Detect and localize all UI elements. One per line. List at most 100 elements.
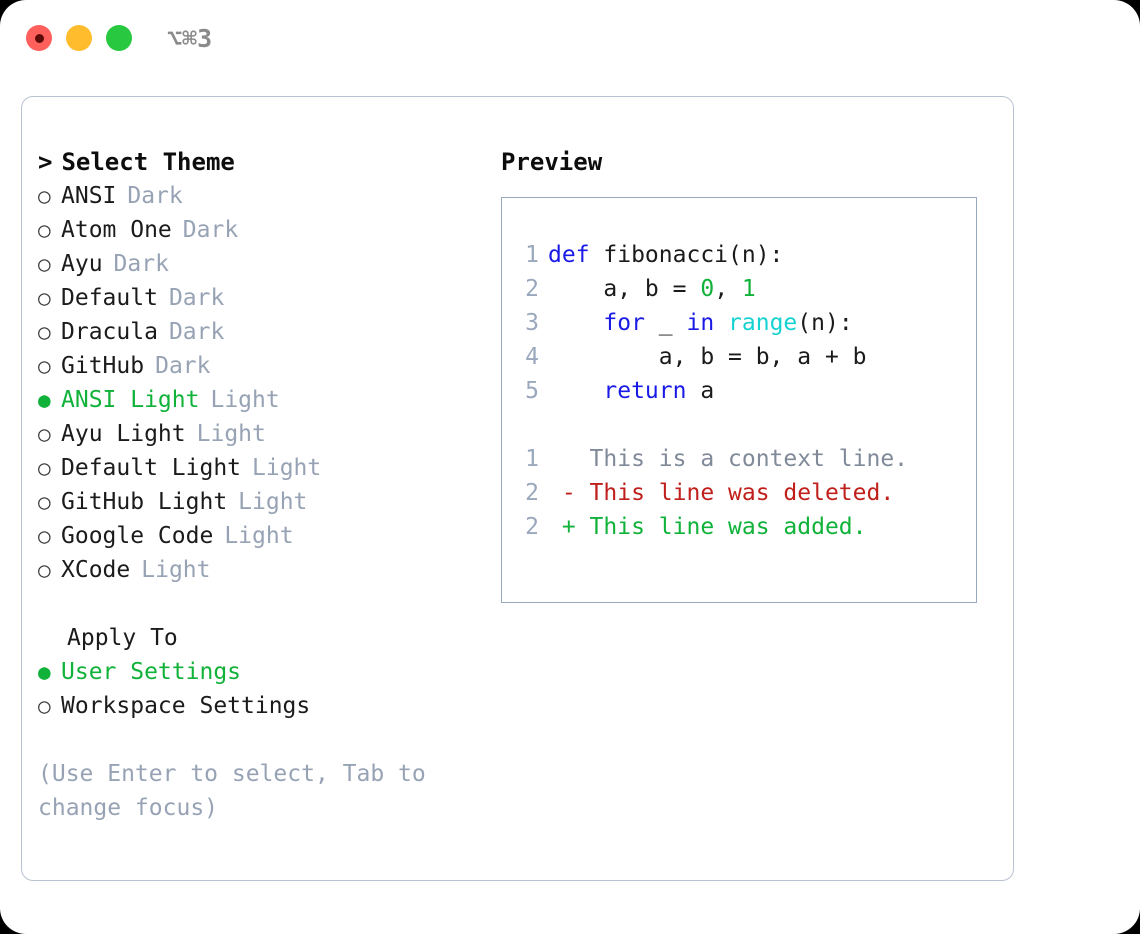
theme-option-variant-tag: Light xyxy=(224,523,294,549)
theme-option-variant-tag: Dark xyxy=(168,285,225,311)
theme-option-label: Atom One xyxy=(61,217,172,243)
code-token-num: 0 xyxy=(700,276,715,302)
select-theme-heading-label: Select Theme xyxy=(61,148,235,176)
keyboard-shortcut-label: ⌥⌘3 xyxy=(167,24,213,53)
code-token-pl: a, b = b, a + b xyxy=(548,344,867,370)
diff-line-number: 2 xyxy=(525,514,539,540)
apply-to-option-label: User Settings xyxy=(61,659,242,685)
apply-to-section: Apply To ● User Settings ○ Workspace Settin… xyxy=(38,621,508,723)
theme-option-variant-tag: Light xyxy=(252,455,322,481)
code-token-fn: range xyxy=(728,310,798,336)
theme-option-default-light[interactable]: ○ Default Light Light xyxy=(38,451,508,485)
code-token-pl: fibonacci(n): xyxy=(589,242,784,268)
apply-to-list: ● User Settings ○ Workspace Settings xyxy=(38,655,508,723)
code-token-num: 1 xyxy=(741,276,756,302)
title-bar: ⌥⌘3 xyxy=(0,0,1140,78)
radio-unselected-icon: ○ xyxy=(38,694,51,718)
radio-selected-icon: ● xyxy=(38,388,51,412)
theme-option-variant-tag: Dark xyxy=(168,319,225,345)
code-token-kw: def xyxy=(548,242,590,268)
maximize-button[interactable] xyxy=(106,25,132,51)
radio-unselected-icon: ○ xyxy=(38,184,51,208)
code-token-kw: in xyxy=(686,310,715,336)
diff-line-add: 2 + This line was added. xyxy=(515,510,908,544)
code-token-pl: (n): xyxy=(797,310,853,336)
diff-line-text: This is a context line. xyxy=(548,446,909,472)
theme-option-dracula[interactable]: ○ Dracula Dark xyxy=(38,315,508,349)
theme-option-google-code[interactable]: ○ Google Code Light xyxy=(38,519,508,553)
theme-option-label: Google Code xyxy=(61,523,214,549)
theme-option-variant-tag: Light xyxy=(196,421,266,447)
theme-option-variant-tag: Light xyxy=(238,489,308,515)
radio-unselected-icon: ○ xyxy=(38,456,51,480)
radio-unselected-icon: ○ xyxy=(38,524,51,548)
theme-option-label: GitHub Light xyxy=(61,489,228,515)
theme-option-xcode[interactable]: ○ XCode Light xyxy=(38,553,508,587)
radio-unselected-icon: ○ xyxy=(38,558,51,582)
code-line-number: 3 xyxy=(525,310,539,336)
code-line: 2 a, b = 0, 1 xyxy=(515,272,867,306)
code-line: 3 for _ in range(n): xyxy=(515,306,867,340)
theme-option-label: XCode xyxy=(61,557,131,583)
diff-line-ctx: 1 This is a context line. xyxy=(515,442,908,476)
radio-selected-icon: ● xyxy=(38,660,51,684)
theme-option-variant-tag: Dark xyxy=(127,183,183,209)
window-controls xyxy=(26,25,132,51)
close-button[interactable] xyxy=(26,25,52,51)
code-token-pl: _ xyxy=(644,310,687,336)
diff-line-number: 2 xyxy=(525,480,539,506)
select-theme-heading: > Select Theme xyxy=(38,145,508,179)
diff-line-text: + This line was added. xyxy=(548,514,867,540)
radio-unselected-icon: ○ xyxy=(38,286,51,310)
minimize-button[interactable] xyxy=(66,25,92,51)
code-token-pl xyxy=(548,310,603,336)
radio-unselected-icon: ○ xyxy=(38,422,51,446)
apply-to-option-workspace-settings[interactable]: ○ Workspace Settings xyxy=(38,689,508,723)
theme-option-label: Dracula xyxy=(61,319,158,345)
code-token-pl xyxy=(548,378,603,404)
caret-icon: > xyxy=(38,148,53,176)
code-line: 1 def fibonacci(n): xyxy=(515,238,867,272)
theme-option-variant-tag: Light xyxy=(141,557,211,583)
code-token-pl xyxy=(714,310,728,336)
theme-option-label: Ayu Light xyxy=(61,421,186,447)
apply-to-option-label: Workspace Settings xyxy=(61,693,311,719)
code-line-number: 2 xyxy=(525,276,539,302)
code-token-pl: a, b = xyxy=(548,276,701,302)
code-line-number: 5 xyxy=(525,378,539,404)
theme-option-atom-one[interactable]: ○ Atom One Dark xyxy=(38,213,508,247)
theme-option-ansi-light[interactable]: ● ANSI Light Light xyxy=(38,383,508,417)
code-token-kw: for xyxy=(603,310,645,336)
theme-option-github[interactable]: ○ GitHub Dark xyxy=(38,349,508,383)
code-line-number: 4 xyxy=(525,344,539,370)
diff-line-number: 1 xyxy=(525,446,539,472)
theme-option-ayu-light[interactable]: ○ Ayu Light Light xyxy=(38,417,508,451)
diff-line-del: 2 - This line was deleted. xyxy=(515,476,908,510)
code-token-pl: , xyxy=(714,276,742,302)
radio-unselected-icon: ○ xyxy=(38,354,51,378)
radio-unselected-icon: ○ xyxy=(38,320,51,344)
theme-option-label: Default Light xyxy=(61,455,242,481)
apply-to-option-user-settings[interactable]: ● User Settings xyxy=(38,655,508,689)
theme-option-label: ANSI Light xyxy=(61,387,200,413)
theme-option-variant-tag: Light xyxy=(210,387,280,413)
apply-to-heading: Apply To xyxy=(67,625,178,651)
theme-option-variant-tag: Dark xyxy=(182,217,239,243)
diff-line-text: - This line was deleted. xyxy=(548,480,895,506)
code-line-number: 1 xyxy=(525,242,539,268)
radio-unselected-icon: ○ xyxy=(38,218,51,242)
theme-option-label: GitHub xyxy=(61,353,145,379)
theme-option-variant-tag: Dark xyxy=(155,353,211,379)
radio-unselected-icon: ○ xyxy=(38,252,51,276)
theme-option-label: Ayu xyxy=(61,251,103,277)
